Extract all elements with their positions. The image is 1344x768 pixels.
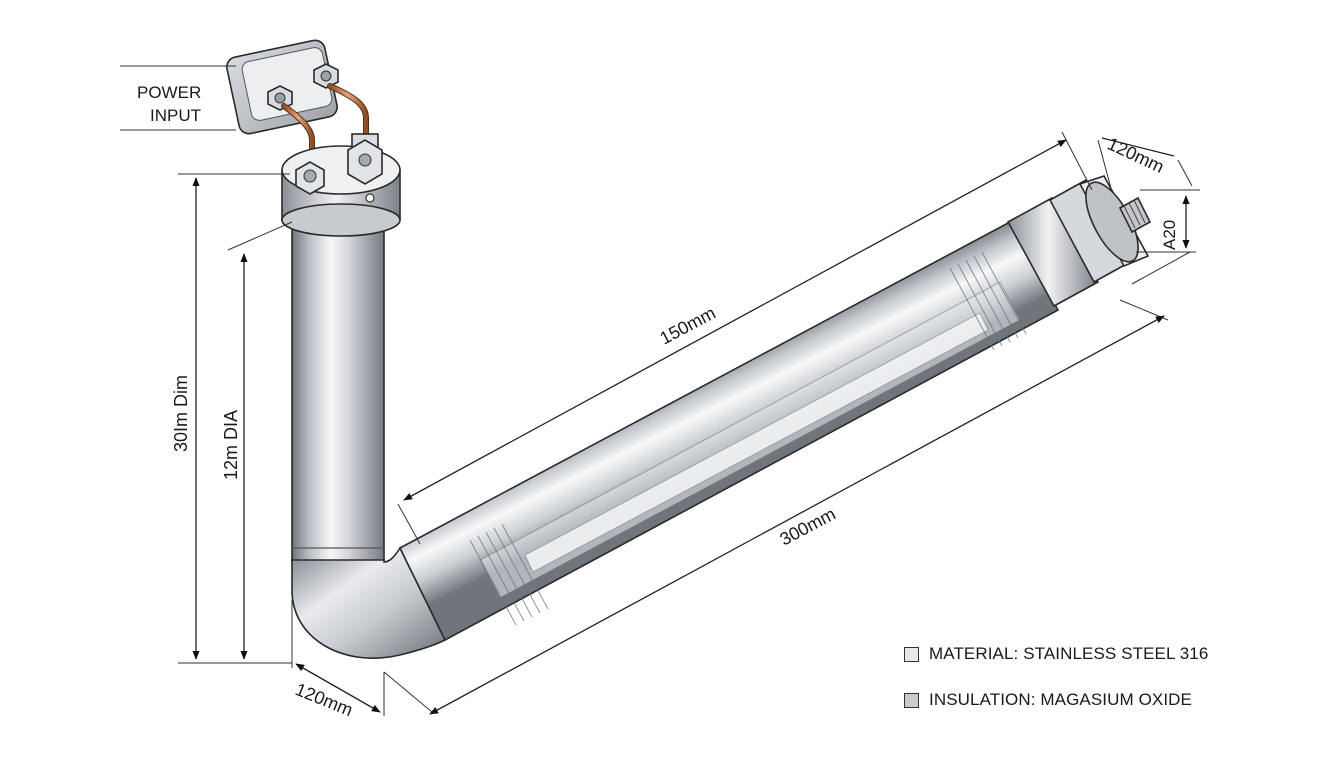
power-input-label-line2: INPUT — [150, 106, 201, 125]
dim-line-120-top — [1101, 137, 1175, 157]
dim-label-120-bottom: 120mm — [293, 679, 356, 720]
threaded-stud — [1118, 196, 1152, 234]
swatch-insulation — [904, 692, 919, 708]
swatch-material — [904, 646, 919, 662]
dim-label-120-top: 120mm — [1104, 133, 1167, 176]
dim-label-a20: A20 — [1160, 220, 1179, 250]
legend-item-insulation: INSULATION: MAGASIUM OXIDE — [904, 690, 1192, 710]
cap-terminal-left — [295, 161, 325, 195]
vertical-tube — [291, 211, 385, 563]
diagonal-tube — [398, 220, 1060, 642]
legend-item-material: MATERIAL: STAINLESS STEEL 316 — [904, 644, 1208, 664]
dim-line-120-bottom — [295, 663, 381, 713]
power-input-label-line1: POWER — [137, 83, 201, 102]
dim-label-300: 300mm — [776, 504, 838, 550]
dim-label-12m: 12m DIA — [221, 410, 241, 480]
cap-terminal-right — [347, 133, 383, 185]
dim-label-30im: 30Im Dim — [171, 375, 191, 452]
dim-line-300 — [429, 315, 1165, 715]
elbow-bend — [291, 546, 447, 659]
legend-label-material: MATERIAL: STAINLESS STEEL 316 — [929, 644, 1209, 663]
terminal-nut-right — [313, 63, 339, 89]
legend-label-insulation: INSULATION: MAGASIUM OXIDE — [929, 690, 1192, 709]
dim-label-150: 150mm — [656, 303, 718, 349]
